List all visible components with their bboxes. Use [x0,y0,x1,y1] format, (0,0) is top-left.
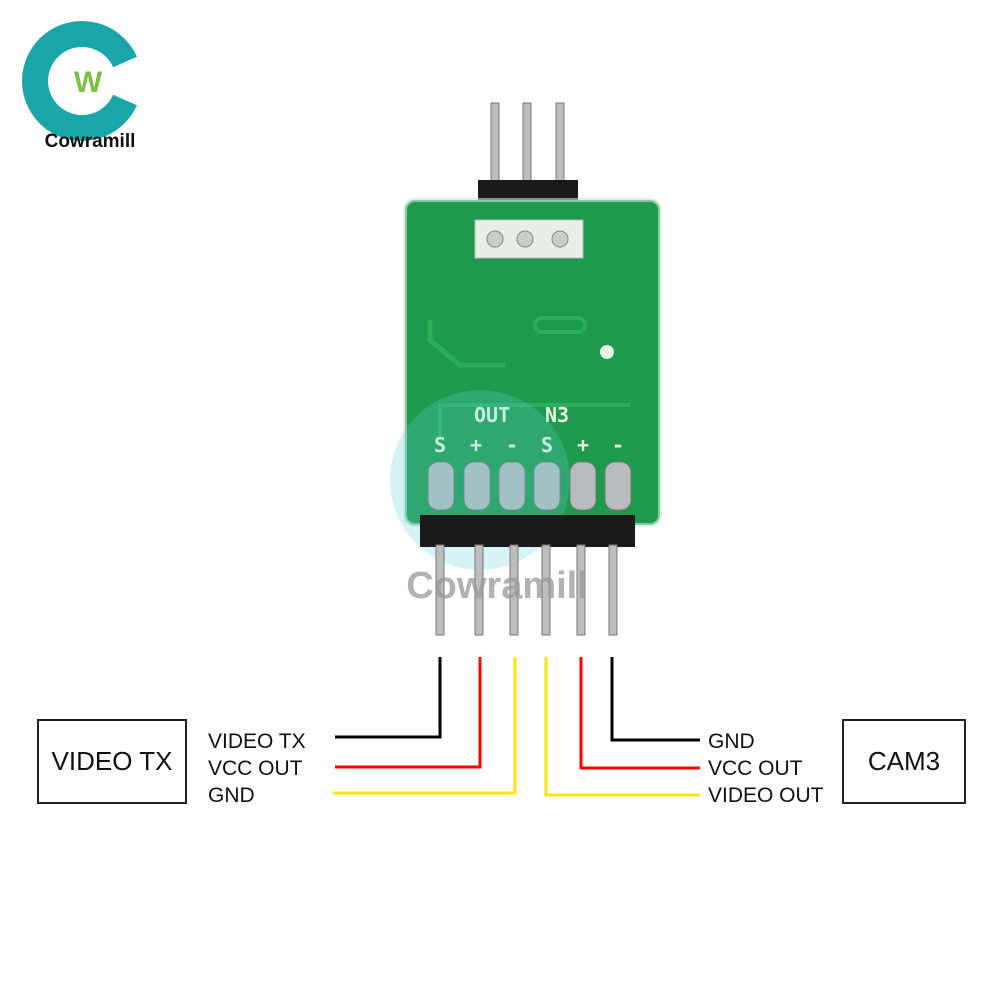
logo-text: Cowramill [45,131,136,152]
wire-label: VCC OUT [708,757,803,780]
pin-mark: - [612,433,624,457]
video-tx-box [37,719,187,804]
wire-video-out [544,657,700,797]
cam3-label: CAM3 [868,746,940,776]
bottom-header [420,515,635,636]
wire-vcc-out-right [579,657,700,770]
cam3-box [842,719,966,804]
video-tx-label: VIDEO TX [52,746,173,776]
wire-label: VCC OUT [208,757,303,780]
wiring [333,657,700,797]
pin-mark: + [577,433,589,457]
silk-out: OUT [474,403,510,427]
wire-label: VIDEO OUT [708,784,824,807]
silk-n3: N3 [545,403,569,427]
pin-mark: - [506,433,518,457]
brand-logo: W Cowramill [22,21,137,152]
wire-gnd-right [610,657,700,742]
wire-label: VIDEO TX [208,730,306,753]
watermark-text: Cowramill [406,565,588,607]
wire-video-tx [335,657,442,739]
pcb-board: OUT N3 S + - S + - [390,198,662,570]
logo-ring-icon [22,21,137,141]
pin-mark: + [470,433,482,457]
wire-label: GND [208,784,255,807]
wire-label: GND [708,730,755,753]
pin-mark: S [434,433,446,457]
wire-gnd-left [333,657,517,795]
top-header [478,102,578,208]
logo-mark: W [74,66,103,99]
wire-vcc-out-left [335,657,482,769]
pin-mark: S [541,433,553,457]
